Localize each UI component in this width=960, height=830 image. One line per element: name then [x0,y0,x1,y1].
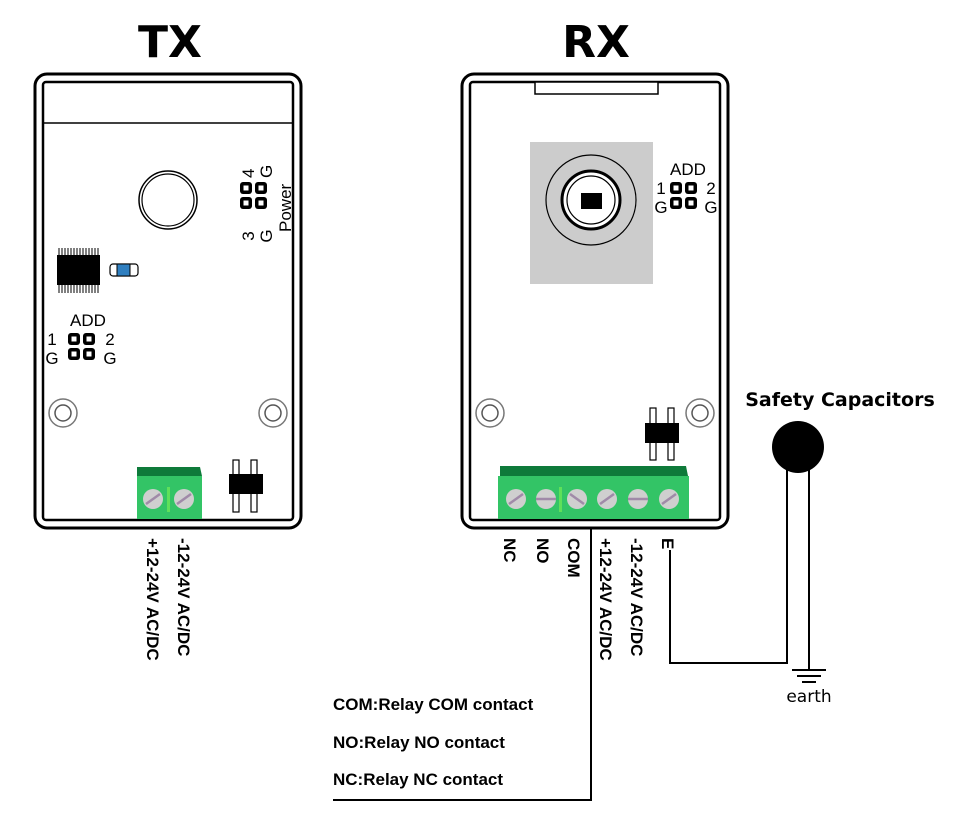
rx-terminal-label-com: COM [564,538,583,578]
tx-power-3: 3 [239,231,258,240]
mounting-hole-icon [475,398,505,428]
screw-icon [628,489,648,509]
tx-terminal-label-positive: +12-24V AC/DC [143,538,162,661]
rx-terminal-label-no: NO [533,538,552,564]
rx-terminal-label-negative: -12-24V AC/DC [627,538,646,656]
rx-terminal-label-earth: E [658,538,677,549]
screw-icon [567,489,587,509]
tx-add-jumper-pins-icon [68,333,95,360]
receiver-sensor-icon [530,142,653,284]
tx-title: TX [138,17,202,68]
tx-add-2: 2 [105,330,114,349]
tx-add-1: 1 [47,330,56,349]
rx-add-label: ADD [670,160,706,179]
safety-capacitor-icon [772,421,824,670]
resistor-icon [109,263,139,277]
rx-add-1: 1 [656,179,665,198]
rx-terminal-label-nc: NC [500,538,519,563]
tx-add-g-right: G [103,349,116,368]
screw-icon [143,489,163,509]
tx-power-g-top: G [257,165,276,178]
tx-lens-icon [138,170,198,230]
rx-terminal-block [498,466,689,519]
screw-icon [506,489,526,509]
rx-board: ADD 1 G 2 G [460,72,730,530]
rx-add-g-left: G [654,198,667,217]
tx-power-4: 4 [239,169,258,178]
ic-chip-icon [57,248,100,293]
legend-nc: NC:Relay NC contact [333,770,503,789]
rx-add-g-right: G [704,198,717,217]
tx-add-g-left: G [45,349,58,368]
safety-capacitor-label: Safety Capacitors [745,389,935,411]
tx-terminal-block [137,467,202,519]
tx-power-jumper [240,182,267,209]
mounting-hole-icon [48,398,78,428]
mounting-hole-icon [685,398,715,428]
tx-terminal-label-negative: -12-24V AC/DC [174,538,193,656]
ground-icon [792,669,826,683]
tx-power-g-bottom: G [257,229,276,242]
rx-terminal-label-positive: +12-24V AC/DC [596,538,615,661]
connector-jumper-icon [229,459,263,513]
screw-icon [659,489,679,509]
legend-no: NO:Relay NO contact [333,733,505,752]
rx-title: RX [562,17,630,68]
legend-com: COM:Relay COM contact [333,695,534,714]
earth-label: earth [786,687,831,707]
rx-add-2: 2 [706,179,715,198]
tx-power-label: Power [276,183,295,232]
mounting-hole-icon [258,398,288,428]
jumper-pins-icon [240,182,267,209]
rx-top-tab [534,81,659,95]
rx-add-jumper-pins-icon [670,182,697,209]
relay-wire [333,528,592,801]
tx-add-label: ADD [70,311,106,330]
tx-board: 4 G 3 G Power ADD 1 G 2 G [33,72,303,530]
screw-icon [536,489,556,509]
screw-icon [597,489,617,509]
screw-icon [174,489,194,509]
connector-jumper-icon [645,407,679,461]
